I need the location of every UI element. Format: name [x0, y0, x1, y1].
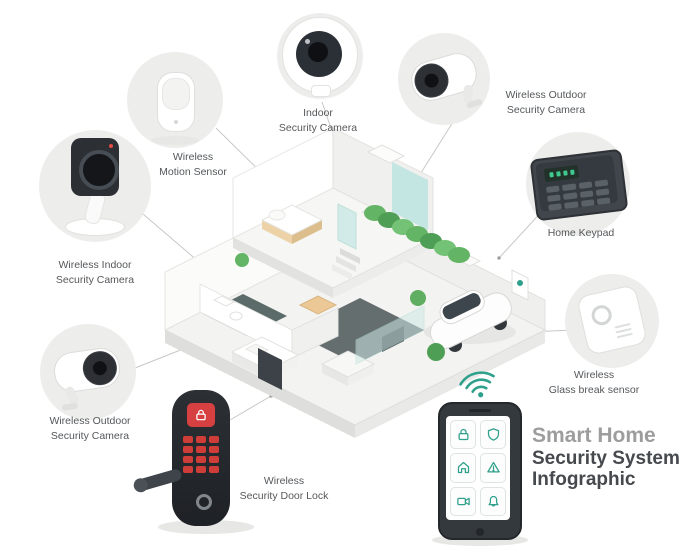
sensor-speaker-ring [589, 303, 614, 328]
outdoor-camera-mount [61, 402, 79, 411]
outdoor-camera-bottom-device [51, 345, 123, 411]
indoor-camera-zone [277, 13, 363, 99]
lens-glint [305, 39, 310, 44]
indoor-camera-lens-ring [296, 31, 342, 77]
title-line-2: Security System [532, 447, 680, 469]
outdoor-camera-bottom-label: Wireless Outdoor Security Camera [49, 415, 131, 442]
glass-break-sensor-device [576, 284, 648, 356]
keypad-buttons [546, 179, 611, 211]
phone-screen [446, 416, 510, 520]
wifi-icon [459, 371, 495, 398]
glass-break-sensor-zone [565, 274, 659, 368]
outdoor-camera-lens [422, 71, 441, 90]
home-keypad-label: Home Keypad [547, 227, 615, 239]
door-lock-device [135, 390, 230, 526]
indoor-camera-left-label: Wireless Indoor Security Camera [55, 259, 135, 286]
app-tile [450, 453, 476, 483]
indoor-camera-lens [308, 42, 328, 62]
app-tile [450, 486, 476, 516]
motion-sensor-label: Wireless Motion Sensor [159, 151, 227, 178]
shield-icon [487, 428, 499, 441]
home-icon [457, 462, 469, 474]
smartphone-device [438, 402, 522, 540]
recording-led [109, 144, 113, 148]
door-lock-label: Wireless Security Door Lock [239, 475, 329, 502]
title-line-3: Infographic [532, 468, 636, 490]
indoor-camera-device [282, 17, 358, 97]
outdoor-camera-top-zone [398, 33, 490, 125]
door-lock-keyhole [196, 494, 212, 510]
lock-icon [196, 409, 206, 421]
phone-speaker [469, 409, 491, 412]
outdoor-camera-face [80, 348, 120, 388]
app-tile [480, 420, 506, 450]
title-line-1: Smart Home [532, 424, 656, 447]
motion-sensor-led [174, 120, 178, 124]
lock-icon [458, 429, 468, 441]
door-lock-keypad [183, 436, 219, 473]
car [429, 289, 512, 353]
glass-break-sensor-label: Wireless Glass break sensor [548, 369, 640, 396]
bell-icon [488, 495, 498, 507]
app-tile [450, 420, 476, 450]
indoor-camera-label: Indoor Security Camera [278, 107, 358, 134]
motion-sensor-zone [127, 52, 223, 148]
home-keypad-zone [526, 132, 630, 236]
indoor-camera-left-zone [39, 130, 151, 242]
camera-icon [456, 497, 470, 506]
door-lock-display [187, 403, 215, 427]
outdoor-camera-top-device [406, 48, 484, 109]
house-illustration [163, 127, 547, 438]
roof-garden [364, 205, 470, 263]
app-tile [480, 486, 506, 516]
home-keypad-device [529, 148, 629, 222]
phone-home-button [476, 528, 484, 536]
indoor-camera-left-device [71, 138, 119, 196]
outdoor-camera-lens [91, 360, 108, 377]
motion-sensor-device [157, 72, 195, 132]
infographic-title: Smart Home Security System Infographic [532, 424, 680, 490]
keypad-screen [543, 165, 580, 183]
indoor-camera-stand [311, 85, 331, 97]
motion-sensor-window [162, 78, 190, 110]
alert-icon [486, 462, 500, 473]
outdoor-camera-top-label: Wireless Outdoor Security Camera [505, 89, 587, 116]
outdoor-camera-face [410, 59, 453, 102]
app-tile [480, 453, 506, 483]
keypad-bezel [535, 154, 619, 212]
outdoor-camera-bottom-zone [40, 324, 136, 420]
indoor-camera-left-lens [79, 150, 119, 190]
